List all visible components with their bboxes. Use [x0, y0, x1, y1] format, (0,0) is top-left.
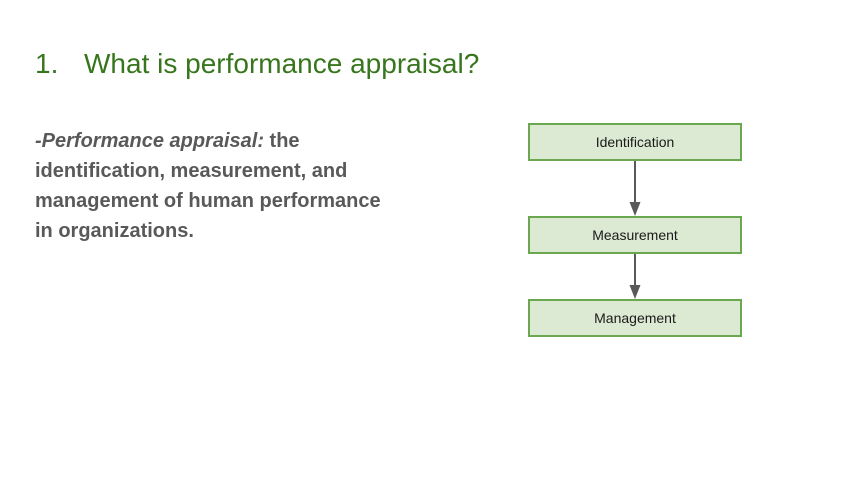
definition-line2: identification, measurement, and: [35, 160, 348, 182]
flow-box-label: Measurement: [592, 227, 678, 243]
down-arrow-icon: [629, 161, 641, 216]
flow-box-label: Management: [594, 310, 676, 326]
down-arrow-icon: [629, 254, 641, 299]
definition-line1-rest: the: [263, 130, 300, 152]
title-number: 1.: [35, 48, 59, 79]
definition-line3: management of human performance: [35, 190, 381, 212]
flow-box-label: Identification: [595, 134, 675, 150]
flow-box-measurement: Measurement: [528, 216, 742, 254]
definition-lead-bold-italic: -Performance appraisal:: [35, 130, 264, 152]
flow-box-management: Management: [528, 299, 742, 337]
flow-box-identification: Identification: [528, 123, 742, 161]
title-text: What is performance appraisal?: [84, 48, 480, 79]
definition-paragraph: -Performance appraisal: the identificati…: [35, 126, 381, 246]
slide-title: 1. What is performance appraisal?: [35, 48, 479, 80]
definition-line4: in organizations.: [35, 220, 194, 242]
flow-diagram: Identification Measurement Management: [528, 123, 742, 337]
